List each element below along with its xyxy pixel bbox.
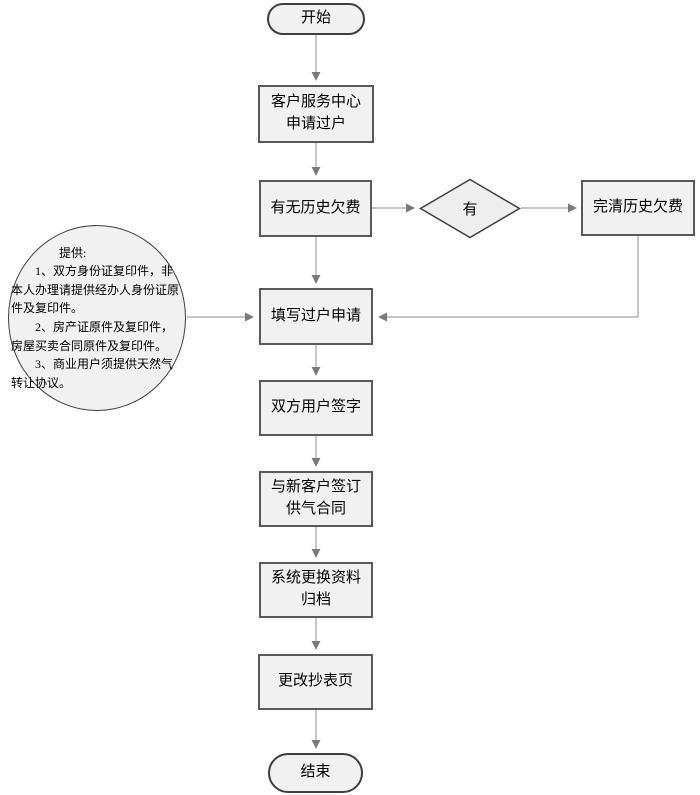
end-label: 结束 [300, 764, 331, 781]
note-item-1: 1、双方身份证复印件，非本人办理请提供经办人身份证原件及复印件。 [11, 264, 180, 316]
arrow-payoff-feedback-to-fill [378, 236, 639, 322]
process-change-meter-page: 更改抄表页 [258, 654, 373, 710]
process-apply-transfer: 客户服务中心 申请过户 [258, 85, 374, 143]
process-change-meter-page-label: 更改抄表页 [277, 673, 353, 690]
process-both-sign-label: 双方用户签字 [270, 399, 361, 416]
process-system-archive-label: 系统更换资料 归档 [270, 570, 361, 608]
end-terminator: 结束 [268, 753, 363, 793]
process-pay-off-arrears-label: 完清历史欠费 [592, 199, 683, 216]
decision-has-arrears: 有 [419, 178, 521, 239]
process-both-sign: 双方用户签字 [259, 380, 373, 436]
process-pay-off-arrears: 完清历史欠费 [581, 180, 695, 236]
process-check-arrears: 有无历史欠费 [259, 180, 372, 237]
process-sign-contract: 与新客户签订 供气合同 [259, 471, 373, 527]
start-terminator: 开始 [267, 3, 365, 35]
note-item-2: 2、房产证原件及复印件，房屋买卖合同原件及复印件。 [11, 320, 174, 353]
process-sign-contract-label: 与新客户签订 供气合同 [270, 479, 361, 517]
decision-label: 有 [462, 202, 478, 218]
process-system-archive: 系统更换资料 归档 [259, 562, 373, 618]
process-check-arrears-label: 有无历史欠费 [270, 199, 361, 216]
note-item-3: 3、商业用户须提供天然气转让协议。 [11, 357, 174, 390]
process-apply-transfer-label: 客户服务中心 申请过户 [270, 94, 361, 132]
note-title: 提供: [59, 245, 87, 260]
process-fill-application-label: 填写过户申请 [270, 307, 361, 324]
note-documents-text: 提供: 1、双方身份证复印件，非本人办理请提供经办人身份证原件及复印件。 2、房… [11, 244, 183, 393]
decision-diamond-shape [419, 178, 521, 239]
note-documents-circle: 提供: 1、双方身份证复印件，非本人办理请提供经办人身份证原件及复印件。 2、房… [8, 225, 186, 411]
start-label: 开始 [300, 10, 331, 27]
process-fill-application: 填写过户申请 [259, 288, 373, 345]
